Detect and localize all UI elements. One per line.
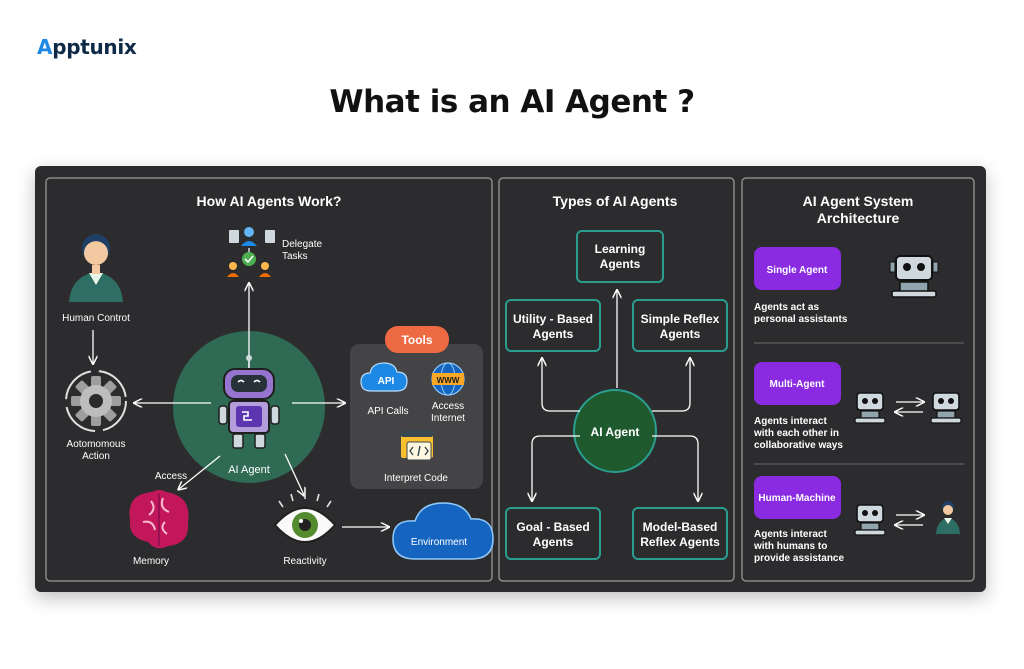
multi-agent-desc-3: collaborative ways — [754, 440, 843, 451]
learning-label-2: Agents — [600, 257, 641, 271]
access-internet-label-1: Access — [432, 401, 464, 412]
arrow-agent-to-memory — [179, 455, 221, 489]
human-machine-desc-3: provide assistance — [754, 553, 844, 564]
single-agent-badge — [754, 247, 841, 290]
www-icon-text: WWW — [437, 376, 460, 385]
interpret-code-label: Interpret Code — [384, 473, 448, 484]
types-center-label: AI Agent — [591, 425, 640, 439]
multi-robot-right-icon — [930, 392, 962, 424]
arrow-to-simple-reflex — [652, 359, 690, 412]
single-agent-desc-1: Agents act as — [754, 302, 819, 313]
simple-reflex-agents-box — [632, 299, 728, 352]
human-machine-desc-1: Agents interact — [754, 529, 827, 540]
brand-name: Apptunix — [37, 35, 137, 59]
types-center-circle — [573, 389, 657, 473]
single-robot-icon — [889, 255, 939, 298]
arrow-to-goal — [532, 435, 580, 500]
brand-rest: pptunix — [52, 35, 137, 59]
multi-agent-desc-2: with each other in — [753, 428, 839, 439]
gear-icon — [65, 370, 127, 432]
architecture-title-1: AI Agent System — [803, 193, 914, 209]
brand-initial: A — [37, 35, 53, 59]
human-control-label: Human Controt — [62, 313, 130, 324]
delegate-tasks-icon — [227, 227, 275, 277]
access-internet-label-2: Internet — [431, 413, 465, 424]
code-window-icon — [401, 431, 433, 461]
how-panel — [45, 177, 493, 582]
autonomous-action-label-1: Aotomomous — [67, 439, 126, 450]
model-label-2: Reflex Agents — [640, 535, 720, 549]
diagram-board: How AI Agents Work? AI Agent Human Contr… — [35, 166, 986, 592]
ai-agent-label: AI Agent — [228, 464, 270, 476]
human-person-icon — [936, 501, 960, 534]
multi-agent-label: Multi-Agent — [770, 379, 826, 390]
model-reflex-agents-box — [632, 507, 728, 560]
learning-label-1: Learning — [595, 242, 646, 256]
single-agent-label: Single Agent — [767, 265, 828, 276]
api-calls-label: API Calls — [367, 406, 408, 417]
robot-icon — [218, 355, 280, 449]
memory-label: Memory — [133, 556, 169, 567]
goal-agents-box — [505, 507, 601, 560]
brand-logo: Apptunix — [37, 30, 137, 64]
utility-label-2: Agents — [533, 327, 574, 341]
delegate-label-2: Tasks — [282, 251, 308, 262]
human-machine-label: Human-Machine — [758, 493, 836, 504]
agent-diagram: How AI Agents Work? AI Agent Human Contr… — [45, 177, 975, 582]
api-icon-text: API — [378, 376, 395, 387]
human-machine-badge — [754, 476, 841, 519]
access-label: Access — [155, 471, 187, 482]
environment-cloud-icon — [392, 502, 494, 560]
types-panel — [498, 177, 735, 582]
utility-agents-box — [505, 299, 601, 352]
reflex-label-1: Simple Reflex — [641, 312, 720, 326]
model-label-1: Model-Based — [643, 520, 718, 534]
architecture-panel — [741, 177, 975, 582]
human-machine-desc-2: with humans to — [753, 541, 827, 552]
utility-label-1: Utility - Based — [513, 312, 593, 326]
page-title: What is an AI Agent ? — [329, 84, 695, 120]
types-panel-title: Types of AI Agents — [553, 193, 678, 209]
how-panel-title: How AI Agents Work? — [197, 193, 342, 209]
api-cloud-icon: API — [360, 362, 408, 392]
human-machine-robot-icon — [854, 504, 886, 536]
tools-label: Tools — [401, 333, 432, 347]
globe-icon: WWW — [431, 362, 465, 396]
arrow-agent-to-reactivity — [284, 453, 304, 495]
single-agent-desc-2: personal assistants — [754, 314, 848, 325]
goal-label-1: Goal - Based — [516, 520, 589, 534]
learning-agents-box — [576, 230, 664, 283]
architecture-title-2: Architecture — [817, 210, 900, 226]
delegate-label-1: Delegate — [282, 239, 322, 250]
arrow-to-model-reflex — [652, 435, 698, 500]
brain-icon — [129, 490, 189, 549]
multi-robot-left-icon — [854, 392, 886, 424]
autonomous-action-label-2: Action — [82, 451, 110, 462]
environment-label: Environment — [411, 537, 467, 548]
goal-label-2: Agents — [533, 535, 574, 549]
multi-agent-desc-1: Agents interact — [754, 416, 827, 427]
tools-badge — [385, 326, 449, 353]
eye-icon — [273, 491, 337, 543]
human-avatar-icon — [69, 234, 123, 302]
reflex-label-2: Agents — [660, 327, 701, 341]
reactivity-label: Reactivity — [283, 556, 326, 567]
multi-agent-badge — [754, 362, 841, 405]
arrow-to-utility — [542, 359, 580, 412]
